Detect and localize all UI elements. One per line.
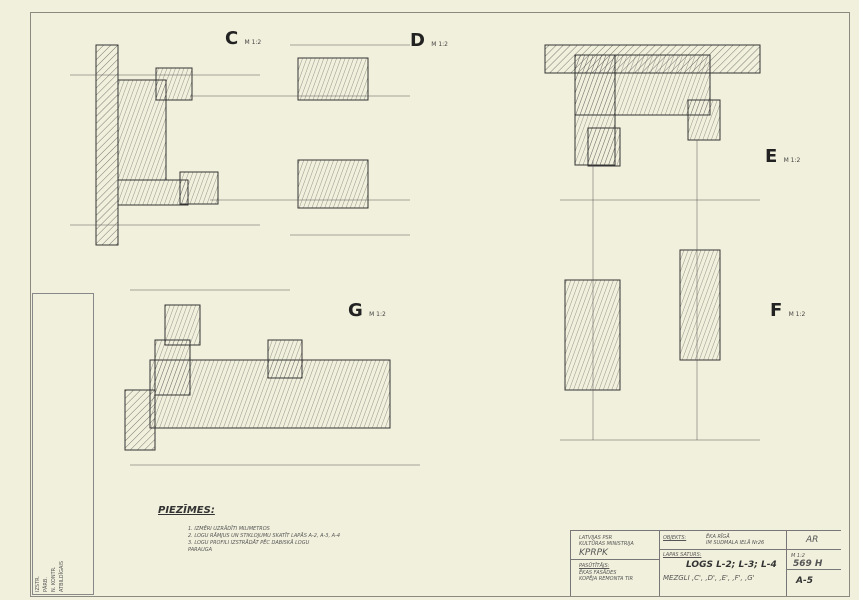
org-line1: LATVIJAS PSR bbox=[579, 535, 613, 541]
sheet-content-label: LAPAS SATURS: bbox=[663, 552, 702, 558]
profile-f bbox=[679, 249, 721, 361]
note-line: 3. LOGU PROFILI IZSTRĀDĀT PĒC DABISKĀ LO… bbox=[188, 540, 310, 546]
stamp-row: PĀRB. bbox=[43, 577, 49, 592]
stamp-row: N. KONTR. bbox=[51, 566, 57, 592]
title-block: LATVIJAS PSR KULTŪRAS MINISTRIJA KPRPK P… bbox=[570, 530, 841, 596]
note-line: 2. LOGU RĀMJUS UN STIKLOJUMU SKATĪT LAPĀ… bbox=[188, 533, 341, 539]
sheet-number: A-5 bbox=[796, 576, 813, 586]
object-label: OBJEKTS: bbox=[663, 535, 687, 541]
stamp-row: IZSTR. bbox=[35, 575, 41, 592]
project-number: 569 H bbox=[793, 559, 823, 569]
drawing-frame bbox=[30, 12, 850, 597]
client-label: PASŪTĪTĀJS: bbox=[579, 563, 610, 569]
section-label-f: F M 1:2 bbox=[770, 300, 806, 321]
org-short: KPRPK bbox=[579, 548, 608, 558]
profile-d-bottom bbox=[297, 159, 369, 209]
section-label-g: G M 1:2 bbox=[348, 300, 386, 321]
section-label-c: C M 1:2 bbox=[225, 28, 262, 49]
sheet-subtitle: MEZGLI ,C', ,D', ,E', ,F', ,G' bbox=[663, 574, 755, 582]
approval-stamp: IZSTR. PĀRB. N. KONTR. ATBILDĪGAIS bbox=[32, 293, 94, 595]
notes-title: PIEZĪMES: bbox=[158, 505, 215, 516]
scale: M 1:2 bbox=[791, 553, 805, 559]
client-line1: ĒKAS FASĀDES bbox=[579, 570, 617, 576]
note-line: 1. IZMĒRI UZRĀDĪTI MILIMETROS bbox=[188, 526, 270, 532]
object-line2: IM SUDMALA IELĀ Nr26 bbox=[706, 540, 765, 546]
stage: AR bbox=[806, 535, 819, 545]
section-label-d: D M 1:2 bbox=[410, 30, 448, 51]
section-label-e: E M 1:2 bbox=[765, 146, 801, 167]
object-line1: ĒKA RĪGĀ bbox=[706, 534, 730, 540]
note-line: PARAUGA bbox=[188, 547, 213, 553]
profile-d-top bbox=[297, 57, 369, 101]
stamp-row: ATBILDĪGAIS bbox=[59, 560, 65, 592]
client-line2: KOPĒJA REMONTA TIR bbox=[579, 576, 633, 582]
sheet-title: LOGS L-2; L-3; L-4 bbox=[686, 560, 777, 570]
notes: PIEZĪMES: 1. IZMĒRI UZRĀDĪTI MILIMETROS … bbox=[158, 505, 458, 554]
org-line2: KULTŪRAS MINISTRIJA bbox=[579, 541, 634, 547]
